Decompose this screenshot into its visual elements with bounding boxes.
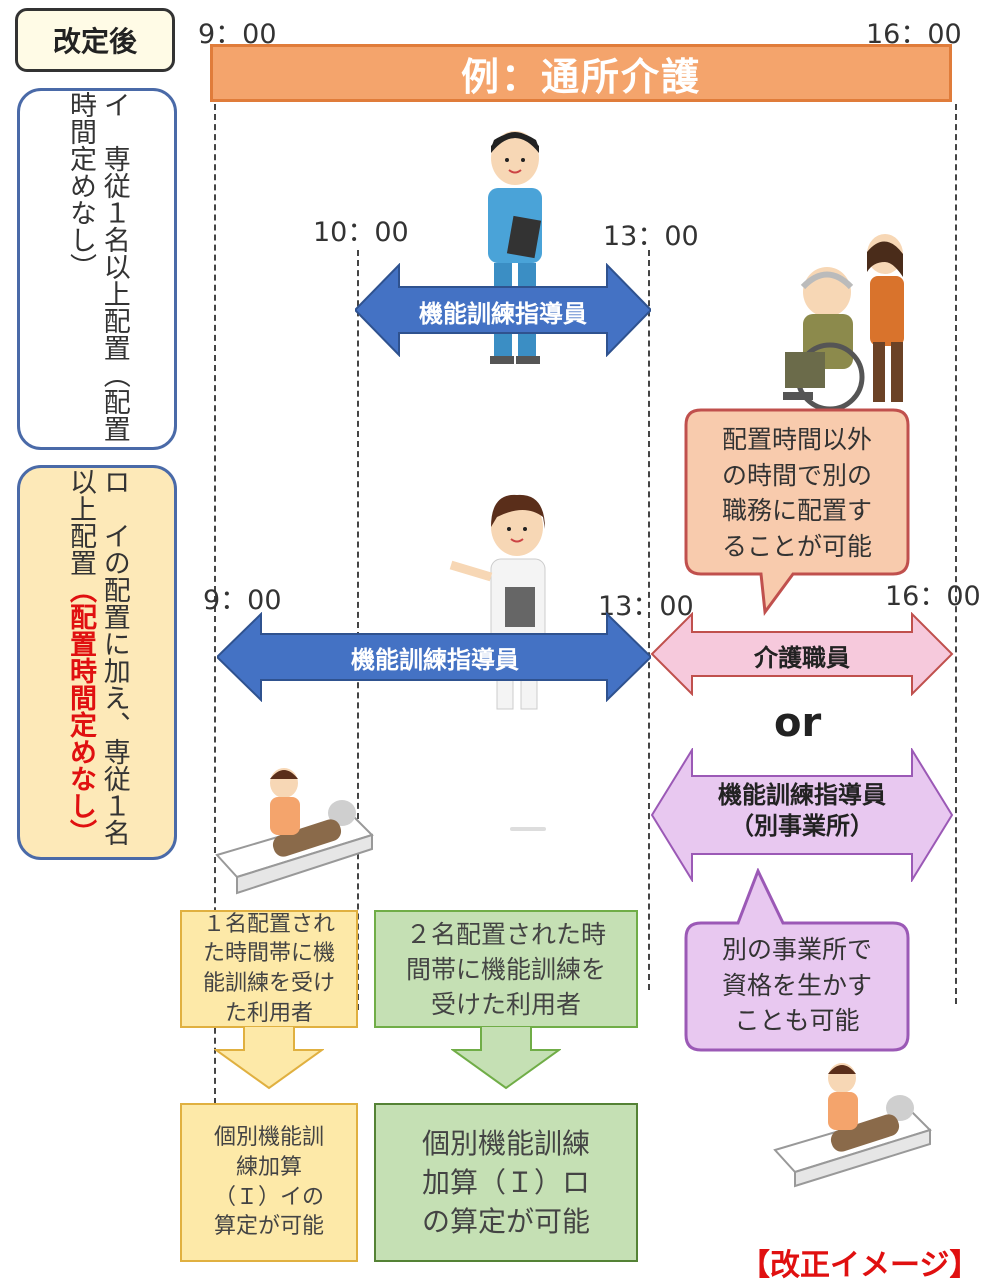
pink-bubble-line-3: 職務に配置す [721,496,872,525]
row-a-trainer-arrow [355,263,651,357]
green-result-text: 個別機能訓練 加算（Ｉ）ロ の算定が可能 [422,1124,590,1242]
pink-speech-bubble-shape [684,408,910,617]
row-a-label-box: イ 専従１名以上配置（配置時間定めなし） [17,88,177,450]
yellow-top-line-4: た利用者 [224,1000,313,1026]
revision-image-note: 【改正イメージ】 [740,1248,980,1283]
row-b-time-start: 9：00 [203,585,282,616]
green-down-arrow [451,1026,561,1090]
purple-bubble-line-1: 別の事業所で [721,935,872,964]
yellow-users-box: １名配置され た時間帯に機 能訓練を受け た利用者 [180,910,358,1028]
other-facility-arrow [650,748,954,882]
decorative-mark [510,827,546,831]
yellow-users-text: １名配置され た時間帯に機 能訓練を受け た利用者 [203,910,335,1029]
care-staff-label: 介護職員 [754,644,850,672]
timeline-line-1300 [648,250,650,990]
row-b-label: ロ イの配置に加え、専従１名以上配置（配置時間定めなし） [63,468,131,857]
green-users-text: ２名配置された時 間帯に機能訓練を 受けた利用者 [406,917,606,1022]
row-b-time-end: 16：00 [885,581,981,612]
purple-bubble-line-3: ことも可能 [734,1006,860,1035]
row-b-time-mid: 13：00 [598,591,694,622]
green-users-box: ２名配置された時 間帯に機能訓練を 受けた利用者 [374,910,638,1028]
timeline-line-0900 [214,104,216,1104]
bed-care-illustration-right [773,1063,932,1188]
purple-speech-bubble-shape [684,868,910,1052]
row-a-arrow-label: 機能訓練指導員 [419,300,587,328]
green-top-line-1: ２名配置された時 [405,919,606,949]
row-a-label: イ 専従１名以上配置（配置時間定めなし） [63,91,131,447]
yellow-top-line-1: １名配置され [202,911,335,937]
yellow-result-text: 個別機能訓 練加算 （Ｉ）イの 算定が可能 [214,1123,324,1242]
yellow-top-line-3: 能訓練を受け [202,971,335,996]
purple-speech-bubble: 別の事業所で 資格を生かす ことも可能 [690,932,904,1039]
green-result-box: 個別機能訓練 加算（Ｉ）ロ の算定が可能 [374,1103,638,1262]
pink-bubble-line-2: の時間で別の [721,460,872,490]
timeline-line-1000 [357,250,359,1010]
pink-bubble-line-4: ることが可能 [721,531,872,561]
revision-badge: 改定後 [15,8,175,72]
purple-bubble-line-2: 資格を生かす [721,970,872,1000]
pink-speech-bubble: 配置時間以外 の時間で別の 職務に配置す ることが可能 [690,422,904,564]
yellow-top-line-2: た時間帯に機 [202,941,335,967]
wheelchair-illustration [783,234,904,412]
green-top-line-2: 間帯に機能訓練を [405,954,606,984]
row-b-label-main: ロ イの配置に加え、 [98,468,130,738]
yellow-bottom-line-2: 練加算 [235,1154,302,1180]
example-title-bar: 例：通所介護 [210,44,952,102]
yellow-bottom-line-3: （Ｉ）イの [213,1184,324,1210]
row-b-trainer-arrow [217,612,651,702]
care-staff-arrow [650,612,954,696]
row-b-arrow-label: 機能訓練指導員 [351,646,519,674]
row-a-time-start: 10：00 [313,217,409,248]
row-b-label-main2: 専従１名以上配置 [65,468,130,846]
other-facility-label-2: （別事業所） [730,812,874,841]
bed-care-illustration-left [215,768,374,895]
yellow-down-arrow [214,1026,324,1090]
other-facility-label: 機能訓練指導員 （別事業所） [690,780,914,842]
row-a-label-sub: （配置時間定めなし） [65,91,130,442]
yellow-bottom-line-4: 算定が可能 [213,1214,324,1240]
yellow-result-box: 個別機能訓 練加算 （Ｉ）イの 算定が可能 [180,1103,358,1262]
row-a-time-end: 13：00 [603,221,699,252]
green-top-line-3: 受けた利用者 [430,989,581,1019]
green-bottom-line-3: の算定が可能 [421,1205,590,1239]
pink-bubble-line-1: 配置時間以外 [721,425,872,454]
timeline-line-1600 [955,104,957,1004]
row-a-label-main: イ 専従１名以上配置 [98,91,130,361]
row-b-label-sub: （配置時間定めなし） [65,576,96,846]
other-facility-label-1: 機能訓練指導員 [718,781,886,809]
yellow-bottom-line-1: 個別機能訓 [213,1125,324,1151]
or-label: or [774,700,822,746]
green-bottom-line-2: 加算（Ｉ）ロ [421,1165,590,1199]
female-trainer-illustration [449,494,546,710]
green-bottom-line-1: 個別機能訓練 [421,1126,590,1160]
row-b-label-box: ロ イの配置に加え、専従１名以上配置（配置時間定めなし） [17,465,177,860]
